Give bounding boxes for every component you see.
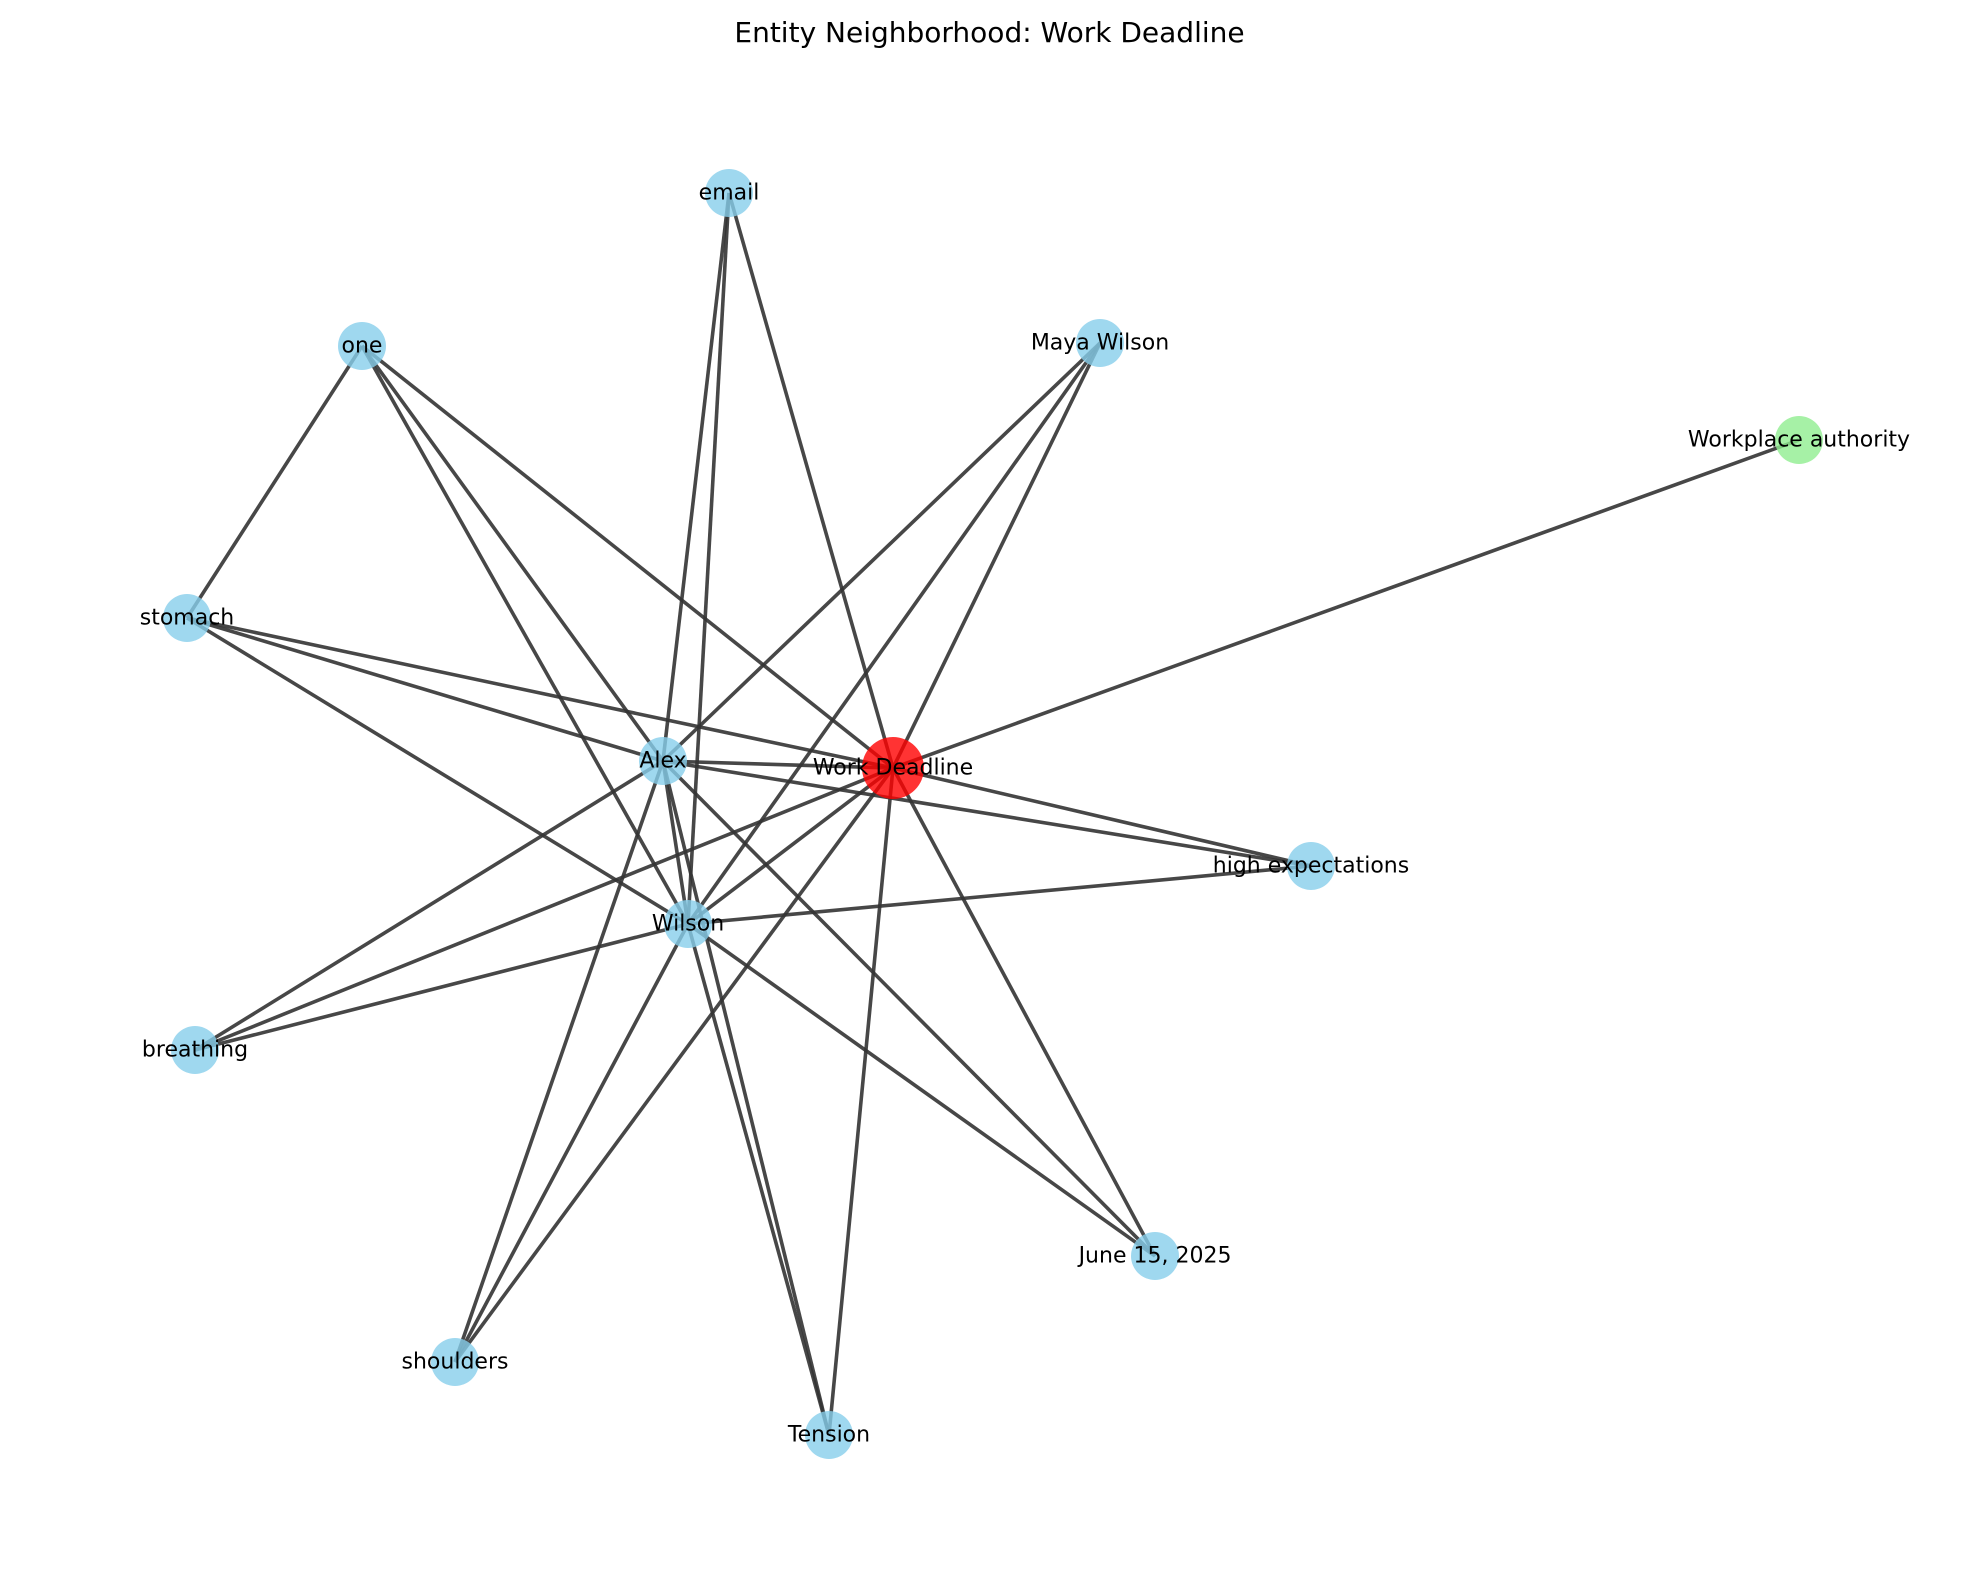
node-label-workplace-authority: Workplace authority [1688, 428, 1910, 453]
edge-work-deadline-wilson [686, 766, 895, 926]
edge-wilson-high-expectations [687, 864, 1312, 926]
edge-one-stomach [185, 345, 364, 619]
edge-work-deadline-shoulders [453, 766, 895, 1364]
edges-layer [185, 192, 1800, 1436]
node-label-work-deadline: Work Deadline [813, 756, 973, 781]
edge-wilson-email [686, 192, 731, 925]
node-email[interactable] [705, 169, 753, 217]
node-tension[interactable] [805, 1411, 853, 1459]
edge-work-deadline-high-expectations [892, 766, 1312, 868]
edge-wilson-breathing [194, 922, 689, 1052]
node-work-deadline[interactable] [862, 737, 924, 799]
edge-alex-high-expectations [662, 759, 1312, 868]
edge-alex-shoulders [453, 760, 665, 1363]
edge-alex-breathing [194, 759, 664, 1052]
node-breathing[interactable] [171, 1026, 219, 1074]
node-label-email: email [699, 181, 760, 206]
edge-alex-email [661, 192, 731, 762]
edge-wilson-shoulders [453, 923, 690, 1363]
node-high-expectations[interactable] [1287, 842, 1335, 890]
node-label-stomach: stomach [140, 606, 235, 631]
node-label-alex: Alex [639, 749, 686, 774]
node-june-15-2025[interactable] [1131, 1232, 1179, 1280]
node-label-wilson: Wilson [652, 912, 724, 937]
node-wilson[interactable] [664, 900, 712, 948]
node-workplace-authority[interactable] [1775, 416, 1823, 464]
edge-alex-stomach [186, 616, 664, 763]
edge-work-deadline-breathing [194, 766, 894, 1052]
node-alex[interactable] [639, 737, 687, 785]
edge-alex-one [360, 344, 665, 763]
node-label-one: one [342, 334, 383, 359]
edge-work-deadline-tension [827, 767, 895, 1436]
node-label-tension: Tension [787, 1423, 870, 1448]
edge-work-deadline-stomach [186, 616, 894, 770]
edge-work-deadline-maya-wilson [891, 342, 1102, 769]
node-label-maya-wilson: Maya Wilson [1031, 331, 1169, 356]
edge-work-deadline-alex [662, 759, 894, 770]
node-shoulders[interactable] [431, 1338, 479, 1386]
edge-wilson-stomach [186, 616, 689, 926]
edge-wilson-tension [686, 923, 831, 1436]
edge-alex-wilson [661, 760, 690, 925]
node-one[interactable] [338, 322, 386, 370]
diagram-title: Entity Neighborhood: Work Deadline [734, 16, 1245, 49]
node-stomach[interactable] [163, 594, 211, 642]
edge-alex-maya-wilson [661, 341, 1102, 763]
edge-wilson-one [360, 345, 690, 925]
node-label-june-15-2025: June 15, 2025 [1077, 1244, 1232, 1269]
edge-work-deadline-june-15-2025 [891, 767, 1157, 1257]
edge-alex-tension [661, 760, 831, 1436]
node-label-shoulders: shoulders [402, 1350, 509, 1375]
node-label-breathing: breathing [142, 1038, 248, 1063]
edge-alex-june-15-2025 [661, 759, 1157, 1258]
edge-work-deadline-workplace-authority [892, 438, 1800, 770]
nodes-layer [163, 169, 1823, 1459]
node-maya-wilson[interactable] [1076, 319, 1124, 367]
edge-work-deadline-email [727, 192, 895, 769]
edge-wilson-maya-wilson [686, 341, 1102, 926]
edge-wilson-june-15-2025 [686, 922, 1157, 1258]
edge-work-deadline-one [360, 344, 895, 770]
node-label-high-expectations: high expectations [1213, 854, 1409, 879]
